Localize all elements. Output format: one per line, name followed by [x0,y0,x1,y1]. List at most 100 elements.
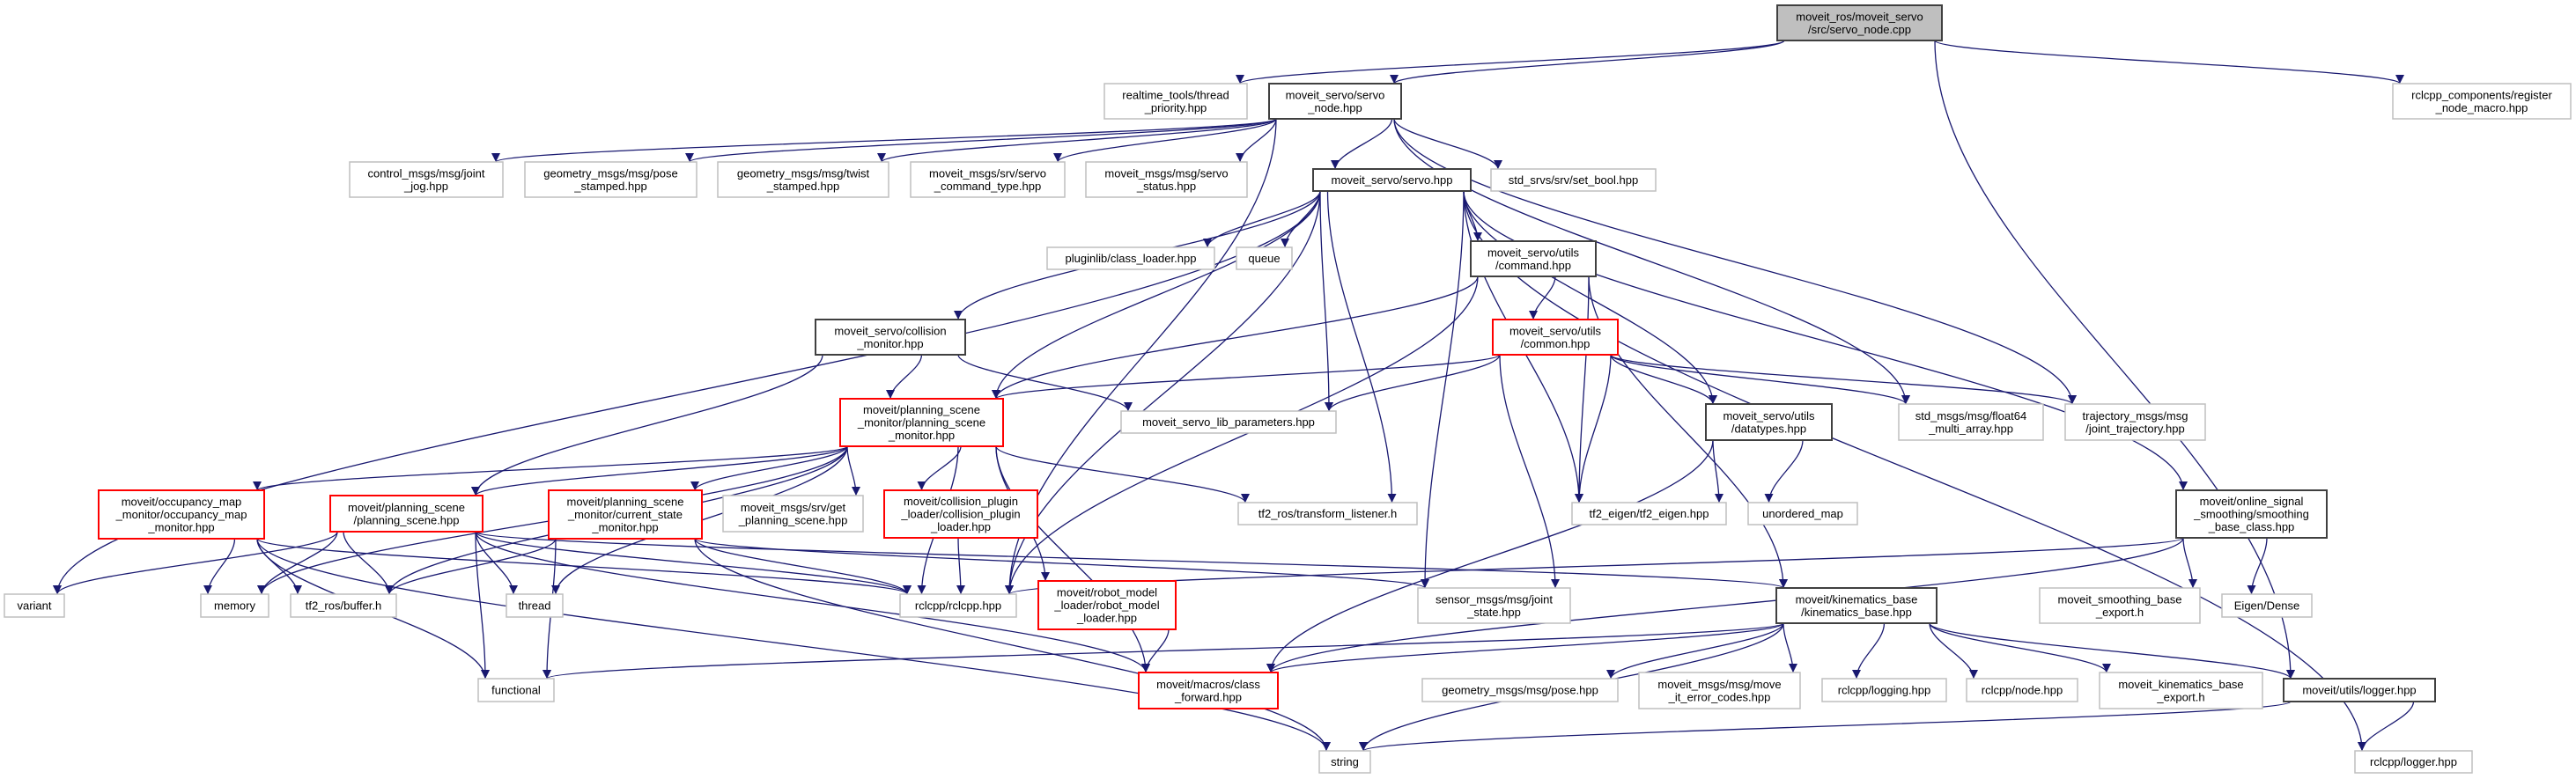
node-root[interactable]: moveit_ros/moveit_servo/src/servo_node.c… [1776,4,1943,41]
nodes-layer: moveit_ros/moveit_servo/src/servo_node.c… [4,4,2572,774]
node-tl[interactable]: tf2_ros/transform_listener.h [1237,502,1418,525]
node-cm[interactable]: control_msgs/msg/joint_jog.hpp [349,161,504,198]
node-box [524,161,698,198]
node-kbe[interactable]: moveit_kinematics_base_export.h [2099,672,2263,709]
node-gt[interactable]: geometry_msgs/msg/twist_stamped.hpp [717,161,889,198]
node-psm[interactable]: moveit/planning_scene_monitor/planning_s… [839,398,1004,447]
node-label: _planning_scene.hpp [738,513,848,526]
node-label: _smoothing/smoothing [2193,508,2309,521]
node-te[interactable]: tf2_eigen/tf2_eigen.hpp [1571,502,1727,525]
node-csm[interactable]: moveit/planning_scene_monitor/current_st… [548,489,703,540]
node-label: _monitor/planning_scene [857,416,985,430]
node-box [1120,410,1337,434]
node-col[interactable]: moveit_servo/collision_monitor.hpp [815,319,966,356]
node-label: control_msgs/msg/joint [368,166,485,180]
node-tr[interactable]: trajectory_msgs/msg/joint_trajectory.hpp [2064,403,2206,441]
node-label: tf2_ros/transform_listener.h [1258,507,1398,520]
node-label: geometry_msgs/msg/pose [543,166,677,180]
node-label: _loader.hpp [1076,612,1137,625]
node-com[interactable]: moveit_servo/utils/common.hpp [1492,319,1619,356]
node-occ[interactable]: moveit/occupancy_map_monitor/occupancy_m… [98,489,265,540]
node-gp[interactable]: geometry_msgs/msg/pose_stamped.hpp [524,161,698,198]
node-node[interactable]: rclcpp/node.hpp [1966,678,2078,702]
edge-psm-to-gps [846,445,860,496]
node-sb[interactable]: std_srvs/srv/set_bool.hpp [1490,168,1657,192]
node-box [1966,678,2078,702]
node-box [1268,83,1402,120]
node-js[interactable]: sensor_msgs/msg/joint_state.hpp [1417,587,1571,624]
node-f64[interactable]: std_msgs/msg/float64_multi_array.hpp [1898,403,2044,441]
node-pose[interactable]: geometry_msgs/msg/pose.hpp [1421,678,1619,702]
edge-psm-to-cpl [917,445,962,491]
node-rc[interactable]: rclcpp_components/register_node_macro.hp… [2392,83,2572,120]
node-sbc[interactable]: moveit/online_signal_smoothing/smoothing… [2175,489,2328,539]
node-sh[interactable]: moveit_servo/servo.hpp [1312,168,1472,192]
node-ss[interactable]: moveit_msgs/msg/servo_status.hpp [1085,161,1248,198]
node-box [910,161,1066,198]
edge-sbc-to-cf [1266,537,2184,673]
node-gps[interactable]: moveit_msgs/srv/get_planning_scene.hpp [722,495,864,533]
node-rml[interactable]: moveit/robot_model_loader/robot_model_lo… [1037,580,1177,630]
edge-com-to-te [1575,354,1612,503]
node-ed[interactable]: Eigen/Dense [2221,593,2313,618]
edge-dt-to-te [1712,439,1723,503]
node-ml[interactable]: moveit/utils/logger.hpp [2283,678,2436,702]
edge-com-to-f64 [1610,354,1910,405]
node-sct[interactable]: moveit_msgs/srv/servo_command_type.hpp [910,161,1066,198]
node-box [1747,502,1858,525]
node-sn[interactable]: moveit_servo/servo_node.hpp [1268,83,1402,120]
node-label: _monitor.hpp [147,521,214,534]
node-label: _monitor.hpp [591,521,658,534]
node-box [2175,489,2328,539]
node-box [883,489,1038,539]
node-label: _monitor.hpp [888,429,955,442]
node-cf[interactable]: moveit/macros/class_forward.hpp [1138,672,1279,709]
node-label: moveit_servo/servo [1286,88,1385,101]
edge-cmd-to-psm [992,276,1479,400]
node-box [839,398,1004,447]
node-rcl[interactable]: rclcpp/rclcpp.hpp [899,593,1017,618]
edge-sh-to-tl [1326,190,1397,503]
edge-kb-to-kbe [1929,622,2111,673]
node-sbe[interactable]: moveit_smoothing_base_export.h [2039,587,2201,624]
node-pl[interactable]: pluginlib/class_loader.hpp [1046,246,1215,270]
node-buf[interactable]: tf2_ros/buffer.h [290,593,397,618]
node-rt[interactable]: realtime_tools/thread_priority.hpp [1103,83,1248,120]
node-thr[interactable]: thread [506,593,564,618]
node-rlog[interactable]: rclcpp/logger.hpp [2354,750,2473,774]
node-label: moveit_servo_lib_parameters.hpp [1142,415,1315,429]
node-err[interactable]: moveit_msgs/msg/move_it_error_codes.hpp [1638,672,1801,709]
node-ps[interactable]: moveit/planning_scene/planning_scene.hpp [329,495,483,533]
node-slp[interactable]: moveit_servo_lib_parameters.hpp [1120,410,1337,434]
node-box [815,319,966,356]
edge-psm-to-tl [995,445,1250,503]
node-label: _node.hpp [1307,101,1362,114]
node-um[interactable]: unordered_map [1747,502,1858,525]
node-label: _monitor.hpp [856,337,923,350]
node-box [477,678,555,702]
node-kb[interactable]: moveit/kinematics_base/kinematics_base.h… [1775,587,1938,624]
node-label: functional [491,684,541,697]
node-label: _export.h [2095,606,2144,619]
node-box [1571,502,1727,525]
node-label: _stamped.hpp [573,180,646,193]
node-q[interactable]: queue [1236,246,1293,270]
node-cmd[interactable]: moveit_servo/utils/command.hpp [1470,240,1597,277]
edge-psm-to-csm [690,445,848,491]
node-fn[interactable]: functional [477,678,555,702]
node-box [1705,403,1833,441]
edge-sh-to-js [1421,190,1465,589]
node-var[interactable]: variant [4,593,65,618]
edge-sbc-to-sbe [2182,537,2197,589]
edge-csm-to-str [694,538,1331,752]
node-label: tf2_eigen/tf2_eigen.hpp [1590,507,1709,520]
node-box [2392,83,2572,120]
edge-root-to-rt [1236,40,1785,85]
node-mem[interactable]: memory [200,593,269,618]
node-cpl[interactable]: moveit/collision_plugin_loader/collision… [883,489,1038,539]
node-dt[interactable]: moveit_servo/utils/datatypes.hpp [1705,403,1833,441]
node-str[interactable]: string [1318,750,1371,774]
node-log[interactable]: rclcpp/logging.hpp [1821,678,1947,702]
node-label: _loader.hpp [930,520,991,533]
